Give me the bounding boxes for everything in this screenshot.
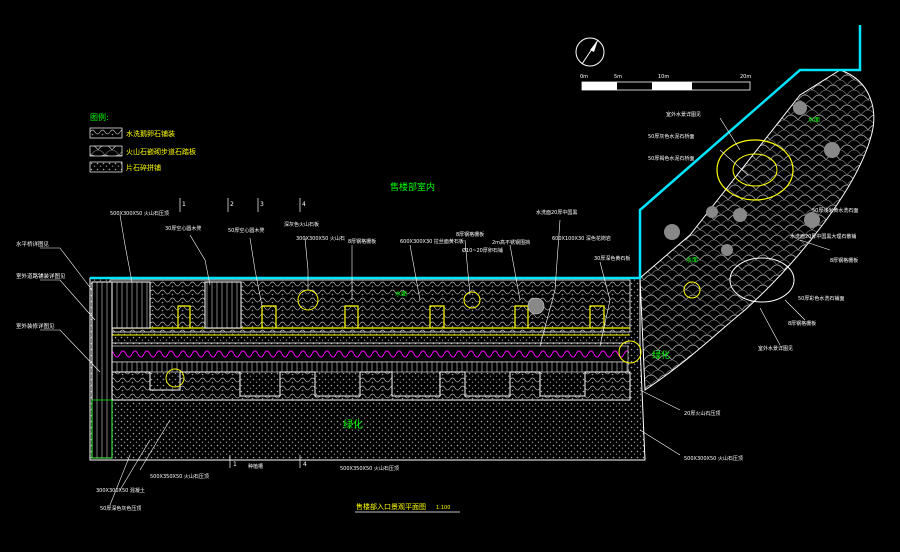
legend-label-1: 水洗鹅卵石铺装 (126, 129, 175, 138)
drawing-title: 售楼部入口景观平面图 (356, 502, 426, 511)
indoor-label: 售楼部室内 (390, 181, 435, 193)
note-bottom-6: 20厚火山石压顶 (684, 410, 720, 417)
note-top-7: 600X300X30 拉丝面黄石板 (400, 238, 464, 245)
note-right-6: 8厚钢格栅板 (830, 257, 858, 264)
legend-swatch-2 (89, 145, 123, 157)
scale-bar (581, 81, 751, 91)
note-left-2: 室外道路铺装详图见 (16, 272, 66, 280)
note-bottom-3: 500X350X50 火山石压顶 (340, 465, 399, 472)
legend-swatch-1 (89, 127, 123, 139)
north-arrow (575, 37, 605, 67)
note-bottom-7: 500X300X50 火山石压顶 (684, 455, 743, 462)
section-mark-4: 4 (302, 201, 306, 208)
note-left-3: 室外装修详图见 (16, 322, 55, 330)
left-stair (91, 281, 113, 459)
note-right-2: 50厚灰色水泥石桥面 (648, 133, 694, 140)
section-mark-2: 2 (230, 201, 234, 208)
note-top-3: 50厚空心圆木凳 (228, 227, 264, 234)
planting-strip (111, 345, 629, 363)
section-mark-bottom-1: 1 (233, 461, 237, 468)
note-top-8: 8厚钢格栅板 (456, 231, 484, 238)
note-right-4: 50厚浅米黄水洗石面 (812, 207, 858, 214)
scale-tick-10: 10m (658, 74, 669, 80)
note-right-8: 8厚钢格栅板 (788, 320, 816, 327)
right-plaza (639, 69, 875, 391)
note-top-11: 水洗面20厚中国黑 (536, 209, 577, 216)
building-wall-line (90, 25, 862, 280)
note-top-6: 8厚钢格栅板 (348, 238, 376, 245)
note-top-9: Ø10~20厚卵石铺 (462, 247, 503, 254)
note-top-1: 500X300X50 火山石压顶 (110, 210, 169, 217)
legend (89, 127, 123, 173)
note-right-7: 50厚彩色水洗石铺面 (798, 295, 844, 302)
note-top-13: 30厚深色黄石板 (594, 255, 630, 262)
scale-tick-0: 0m (580, 74, 588, 80)
note-bottom-5: 50厚深色灰色压顶 (100, 505, 141, 512)
note-left-1: 水平桥详图见 (16, 240, 50, 248)
note-right-3: 50厚褐色水泥石桥面 (648, 155, 694, 162)
plaza-features (664, 101, 840, 303)
grate-strip (111, 361, 629, 373)
note-top-4: 深灰色火山石板 (284, 221, 319, 228)
note-bottom-4: 300X300X50 混凝土 (96, 487, 145, 494)
greening-label: 绿化 (343, 418, 363, 431)
section-mark-3: 3 (260, 201, 264, 208)
water-label-mid: 水面 (395, 290, 407, 298)
note-top-2: 30厚空心圆木凳 (165, 225, 201, 232)
section-mark-bottom-4: 4 (303, 461, 307, 468)
note-bottom-1: 500X350X50 火山石压顶 (150, 473, 209, 480)
drawing-scale: 1:100 (436, 505, 450, 511)
note-right-1: 室外水景详图见 (666, 111, 701, 118)
leader-lines (40, 117, 831, 506)
column-2 (204, 281, 242, 329)
note-top-12: 600X100X30 深色花岗岩 (552, 235, 611, 242)
note-bottom-2: 种植槽 (248, 463, 263, 470)
greening-label-right: 绿化 (652, 349, 670, 361)
scale-tick-5: 5m (614, 74, 622, 80)
section-marks-top (179, 198, 301, 212)
legend-heading: 图例: (90, 112, 109, 122)
legend-label-3: 片石碎拼铺 (126, 163, 161, 172)
note-right-5: 水洗面20厚中国黑大理石散铺 (790, 233, 856, 240)
shrub-symbols (165, 289, 642, 388)
section-marks-bottom (229, 455, 301, 468)
legend-label-2: 火山石嵌砌步道石踏板 (126, 147, 196, 156)
left-stair-edge (91, 399, 113, 459)
stepped-ledge (94, 371, 631, 401)
water-label-left: 水面 (686, 256, 698, 264)
planter-notches (177, 305, 605, 328)
section-mark-1: 1 (182, 201, 186, 208)
water-label-top: 水面 (808, 116, 820, 124)
legend-swatch-3 (89, 161, 123, 173)
note-top-10: 2m高不锈钢围挡 (492, 239, 530, 246)
column-1 (111, 281, 151, 329)
note-right-9: 室外水景详图见 (758, 345, 793, 352)
note-top-5: 300X300X50 火山石 (296, 235, 345, 242)
scale-tick-20: 20m (740, 74, 751, 80)
